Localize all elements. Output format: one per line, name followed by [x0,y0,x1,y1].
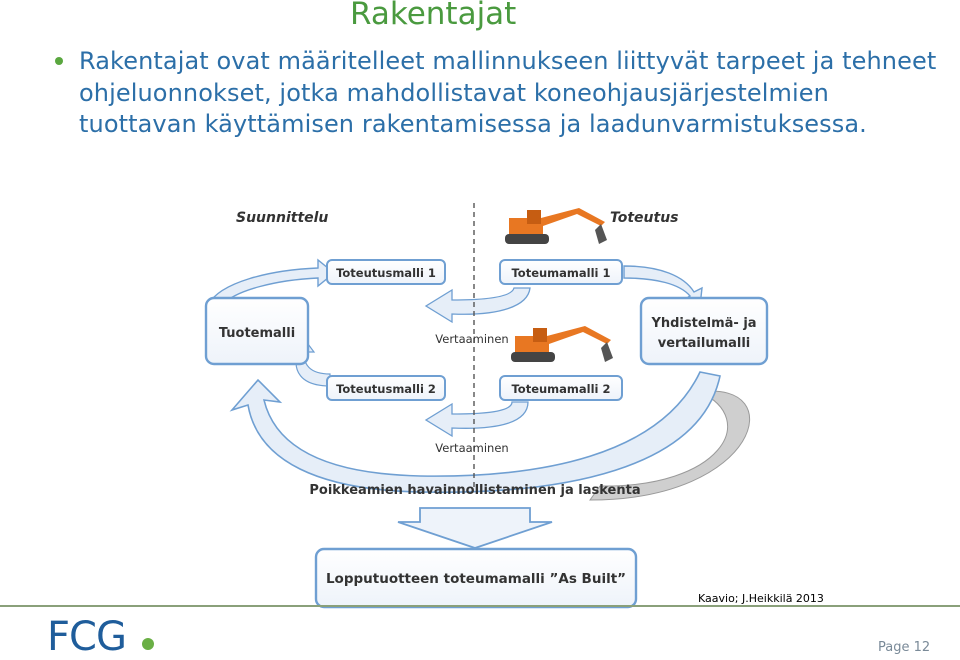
yhdistelma-box [641,298,767,364]
toteutusmalli-1-label: Toteutusmalli 1 [336,266,436,280]
footer-divider [0,605,960,607]
down-arrow [398,508,552,548]
vertaaminen-1-label: Vertaaminen [435,332,508,346]
diagram-credit: Kaavio; J.Heikkilä 2013 [698,592,824,605]
vertaaminen-1-arrow [426,288,530,322]
toteutusmalli-2-label: Toteutusmalli 2 [336,382,436,396]
tuotemalli-label: Tuotemalli [219,326,295,341]
fcg-logo: FCG [47,617,126,657]
return-arc-arrow [232,372,720,492]
page-number: Page 12 [878,640,930,655]
yhdistelma-label-line2: vertailumalli [658,336,751,351]
poikkeamien-label: Poikkeamien havainnollistaminen ja laske… [309,483,640,498]
lopputuotteen-label: Lopputuotteen toteumamalli ”As Built” [326,571,626,587]
vertaaminen-2-label: Vertaaminen [435,441,508,455]
logo-dot-icon [142,638,154,650]
excavator-icon [511,326,613,362]
header-toteutus: Toteutus [610,210,679,226]
vertaaminen-2-arrow [426,402,528,436]
header-suunnittelu: Suunnittelu [236,210,328,226]
toteumamalli-1-label: Toteumamalli 1 [511,266,610,280]
toteumamalli-2-label: Toteumamalli 2 [511,382,610,396]
yhdistelma-label-line1: Yhdistelmä- ja [650,316,756,331]
excavator-icon [505,208,607,244]
